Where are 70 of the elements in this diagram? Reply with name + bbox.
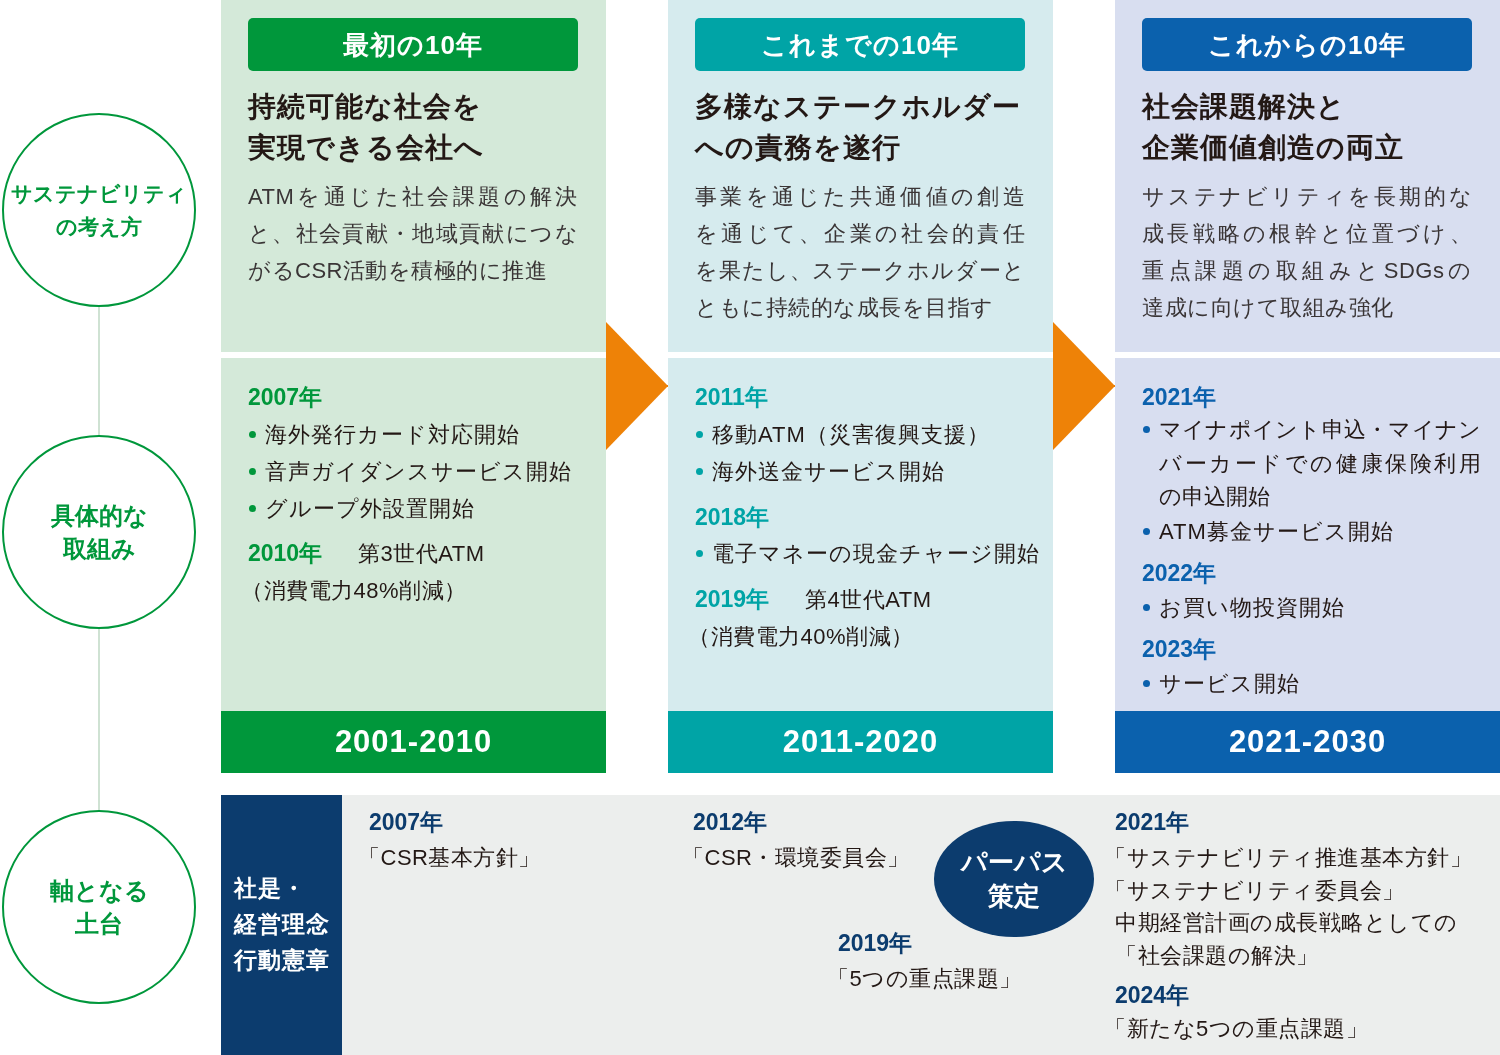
column-panel — [221, 0, 606, 352]
foundation-label: 行動憲章 — [234, 946, 330, 975]
list-item: マイナポイント申込・マイナンバーカードでの健康保険利用の申込開始 — [1159, 416, 1481, 511]
item-text: 中期経営計画の成長戦略としての「社会課題の解決」 — [1115, 909, 1458, 970]
item-text: 「新たな5つの重点課題」 — [1104, 1014, 1369, 1043]
column-panel — [1115, 0, 1500, 352]
year-label: 2012年 — [693, 807, 768, 837]
period-tab — [695, 18, 1025, 71]
item-text: 第4世代ATM — [805, 585, 932, 614]
item-text: 「CSR・環境委員会」 — [682, 843, 910, 872]
category-label: サステナビリティの考え方 — [11, 181, 187, 240]
period-label: 2001-2010 — [334, 724, 493, 760]
item-text: （消費電力48%削減） — [241, 576, 467, 605]
connector-line — [98, 628, 100, 811]
connector-line — [98, 306, 100, 436]
year-label: 2011年 — [695, 382, 768, 412]
column-panel — [221, 358, 606, 711]
year-label: 2007年 — [248, 382, 323, 412]
item-text: 「CSR基本方針」 — [358, 843, 541, 872]
period-title: これまでの10年 — [761, 28, 959, 62]
panel-heading: 多様なステークホルダーへの責務を遂行 — [695, 90, 1021, 165]
period-tab — [1142, 18, 1472, 71]
timeline-band — [342, 795, 1500, 1055]
year-label: 2021年 — [1142, 382, 1217, 412]
item-text: （消費電力40%削減） — [688, 622, 914, 651]
oval-label: パーパス策定 — [960, 846, 1068, 913]
item-text: 第3世代ATM — [358, 539, 485, 568]
chevron-arrow — [1052, 322, 1116, 450]
category-label: 具体的な取組み — [50, 501, 148, 564]
year-label: 2018年 — [695, 502, 770, 532]
column-panel — [668, 358, 1053, 711]
list-item: 音声ガイダンスサービス開始 — [265, 457, 572, 486]
column-panel — [1115, 358, 1500, 711]
panel-heading: 社会課題解決と企業価値創造の両立 — [1142, 90, 1404, 165]
category-label: 軸となる土台 — [49, 876, 149, 939]
period-tab — [248, 18, 578, 71]
panel-text: 事業を通じた共通価値の創造を通じて、企業の社会的責任を果たし、ステークホルダーとともに持続的な成長を目指す — [695, 183, 1025, 322]
foundation-panel — [221, 795, 342, 1055]
list-item: 海外発行カード対応開始 — [265, 420, 520, 449]
column-panel — [668, 0, 1053, 352]
year-label: 2023年 — [1142, 634, 1217, 664]
list-item: 電子マネーの現金チャージ開始 — [712, 539, 1040, 568]
period-bar — [668, 711, 1053, 773]
year-label: 2022年 — [1142, 558, 1217, 588]
year-label: 2007年 — [369, 807, 444, 837]
year-label: 2019年 — [695, 584, 770, 614]
period-title: これからの10年 — [1208, 28, 1406, 62]
item-text: 「5つの重点課題」 — [827, 964, 1022, 993]
panel-text: サステナビリティを長期的な成長戦略の根幹と位置づけ、重点課題の取組みとSDGsの達成に向けて取組み強化 — [1142, 183, 1472, 322]
list-item: 海外送金サービス開始 — [712, 457, 945, 486]
item-text: 「サステナビリティ推進基本方針」 — [1104, 843, 1472, 872]
panel-text: ATMを通じた社会課題の解決と、社会貢献・地域貢献につながるCSR活動を積極的に推進 — [248, 183, 578, 285]
list-item: グループ外設置開始 — [265, 494, 475, 523]
foundation-label: 社是・経営理念 — [234, 874, 330, 939]
period-bar — [221, 711, 606, 773]
year-label: 2010年 — [248, 538, 323, 568]
list-item: ATM募金サービス開始 — [1159, 517, 1394, 546]
list-item: サービス開始 — [1159, 669, 1300, 698]
period-label: 2021-2030 — [1228, 724, 1387, 760]
period-title: 最初の10年 — [343, 28, 483, 62]
year-label: 2024年 — [1115, 980, 1190, 1010]
year-label: 2019年 — [838, 928, 913, 958]
item-text: 「サステナビリティ委員会」 — [1104, 876, 1405, 905]
list-item: お買い物投資開始 — [1159, 593, 1345, 622]
period-label: 2011-2020 — [782, 724, 939, 760]
list-item: 移動ATM（災害復興支援） — [712, 420, 990, 449]
period-bar — [1115, 711, 1500, 773]
year-label: 2021年 — [1115, 807, 1190, 837]
chevron-arrow — [605, 322, 669, 450]
panel-heading: 持続可能な社会を実現できる会社へ — [248, 90, 484, 165]
